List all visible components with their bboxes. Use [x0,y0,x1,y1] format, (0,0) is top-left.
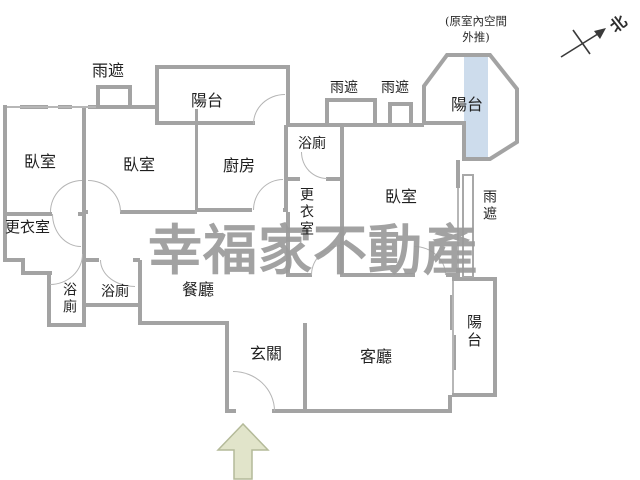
wall-segment [3,105,7,262]
wall-segment [225,323,229,413]
sliding-door-panel [453,335,456,370]
wall-segment [3,212,52,216]
label-balcony-right: 陽台 [465,314,483,350]
sliding-door [452,281,454,393]
wall-segment [288,273,312,277]
wall-segment [85,258,99,262]
label-bedroom-right: 臥室 [385,187,418,206]
watermark-logo-text: 幸福家不動產 [148,219,478,282]
label-bedroom-mid: 臥室 [123,155,156,174]
wall-segment [138,321,229,325]
wall-segment [409,102,413,125]
wall-segment [452,393,497,397]
wall-segment [47,323,85,327]
label-closet-left: 更衣室 [5,218,51,236]
wall-segment [343,273,415,277]
wall-segment [448,395,452,413]
wall-segment [388,102,413,106]
wall-segment [96,105,158,109]
wall-segment [288,177,300,181]
wall-segment [446,273,460,277]
wall-segment [82,107,86,327]
label-living: 客廳 [360,347,393,366]
label-entry: 玄關 [250,344,283,363]
label-bath-top: 浴廁 [298,136,326,152]
label-balcony-octagon: 陽台 [451,95,484,114]
wall-segment [303,323,307,413]
label-kitchen: 廚房 [223,156,256,175]
wall-segment [3,258,25,262]
wall-segment [325,98,329,125]
compass-north-label: 北 [606,11,630,36]
compass [560,28,606,58]
label-octagon-note-2: 外推) [462,30,490,44]
wall-segment [195,109,198,212]
wall-segment [21,271,52,275]
wall-segment [326,177,343,181]
wall-segment [288,123,343,127]
wall-segment [21,258,25,275]
wall-segment [96,85,132,89]
wall-segment [138,260,142,325]
label-bath-left-vertical: 浴廁 [61,282,77,316]
wall-segment [47,271,51,327]
label-rain-cover-mid1: 雨遮 [330,80,358,96]
wall-segment [85,303,142,307]
label-bedroom-left: 臥室 [24,152,57,171]
label-octagon-note-1: (原室內空間 [445,14,507,28]
wall-segment [388,102,392,125]
rain-cover-strip [462,174,474,278]
wall-segment [343,123,424,127]
label-balcony-top: 陽台 [191,91,224,110]
window-segment [7,106,96,108]
window-segment [457,188,459,268]
wall-segment [286,212,290,277]
label-rain-cover-left: 雨遮 [92,61,125,80]
label-closet-middle: 更衣室 [298,187,314,238]
wall-segment [133,258,140,262]
compass-arrowhead [594,28,606,39]
balcony-extension-highlight [464,57,488,158]
entrance-arrow-icon [216,422,270,480]
octagon-balcony-wall [422,53,519,161]
wall-segment [325,98,377,102]
wall-segment [225,409,236,413]
wall-segment [452,277,497,281]
wall-segment [96,85,100,108]
wall-segment [340,123,344,277]
wall-segment [155,65,159,125]
wall-segment [78,212,86,216]
label-bath-left-horizontal: 浴廁 [101,284,129,300]
wall-segment [272,409,452,413]
sliding-door-panel [450,295,453,330]
label-rain-cover-mid2: 雨遮 [381,80,409,96]
wall-segment [120,210,197,214]
wall-segment [373,98,377,125]
label-dining: 餐廳 [182,280,215,299]
wall-segment [286,65,290,125]
wall-segment [155,65,290,69]
wall-segment [155,121,255,125]
label-rain-cover-right: 雨遮 [481,189,497,223]
wall-segment [197,208,252,212]
wall-segment [284,125,288,212]
wall-segment [493,277,497,397]
wall-segment [128,85,132,108]
